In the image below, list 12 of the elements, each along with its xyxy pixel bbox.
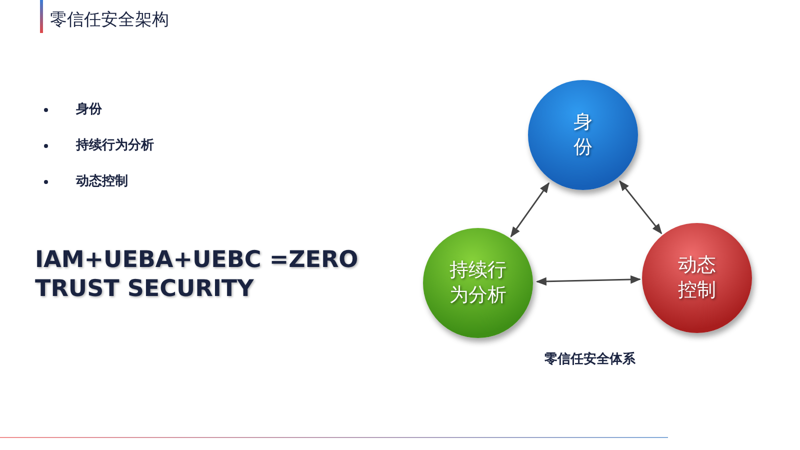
bullet-text: 身份 — [76, 101, 102, 118]
slide-title: 零信任安全架构 — [50, 9, 169, 31]
diagram-caption: 零信任安全体系 — [544, 350, 636, 368]
node-label: 动态控制 — [677, 253, 717, 303]
node-label: 持续行为分析 — [448, 258, 508, 308]
formula-text: IAM+UEBA+UEBC =ZERO TRUST SECURITY — [35, 246, 360, 304]
double-arrow — [510, 182, 550, 238]
node-label: 身份 — [572, 110, 594, 160]
double-arrow — [536, 275, 642, 286]
bullet-text: 动态控制 — [76, 173, 128, 190]
bullet-text: 持续行为分析 — [76, 137, 154, 154]
double-arrow — [619, 180, 662, 234]
